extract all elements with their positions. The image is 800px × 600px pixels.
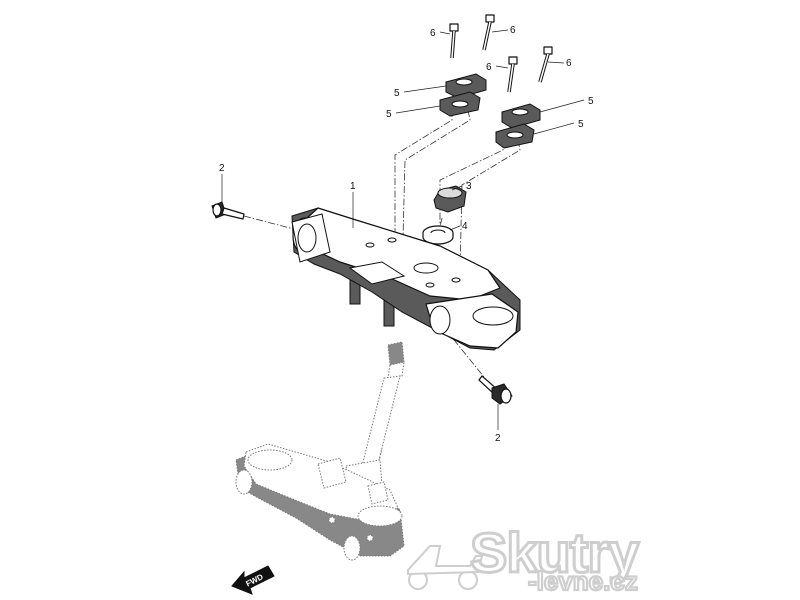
clamp-5b-upper — [501, 103, 541, 129]
bolt-6c — [507, 56, 518, 93]
callout-5-upper-left: 5 — [394, 88, 400, 99]
washer-4 — [422, 225, 454, 245]
nut-3 — [433, 185, 467, 213]
upper-triple-clamp-1 — [291, 207, 521, 351]
watermark-domain: -levne.cz — [528, 566, 638, 596]
scooter-icon — [407, 545, 484, 590]
bolt-6b — [482, 14, 495, 51]
callouts: 1 2 2 3 4 5 5 5 5 6 6 6 6 — [219, 25, 594, 444]
callout-3: 3 — [466, 181, 472, 192]
callout-5-upper-right: 5 — [588, 96, 594, 107]
clamp-5a-upper — [445, 73, 487, 99]
leader-lines — [221, 29, 585, 430]
callout-4: 4 — [462, 221, 468, 232]
callout-6-b: 6 — [510, 25, 516, 36]
lower-triple-clamp — [235, 443, 405, 561]
clamp-5b-lower — [495, 123, 535, 149]
watermark-brand: Skutry — [470, 521, 639, 584]
clamp-5a-lower — [439, 91, 481, 117]
watermark-logo: Skutry -levne.cz — [407, 520, 642, 597]
callout-5-lower-left: 5 — [386, 109, 392, 120]
callout-2-left: 2 — [219, 163, 225, 174]
callout-6-a: 6 — [430, 28, 436, 39]
fwd-direction-arrow: FWD — [231, 565, 275, 595]
steering-stem — [345, 341, 405, 493]
callout-5-lower-right: 5 — [578, 119, 584, 130]
bolt-6d — [538, 46, 553, 83]
callout-6-c: 6 — [486, 62, 492, 73]
callout-2-right: 2 — [495, 433, 501, 444]
bolt-2b — [478, 375, 513, 405]
bolt-2a — [211, 201, 245, 220]
bolt-6a — [449, 23, 459, 59]
callout-1: 1 — [350, 181, 356, 192]
callout-6-d: 6 — [566, 58, 572, 69]
